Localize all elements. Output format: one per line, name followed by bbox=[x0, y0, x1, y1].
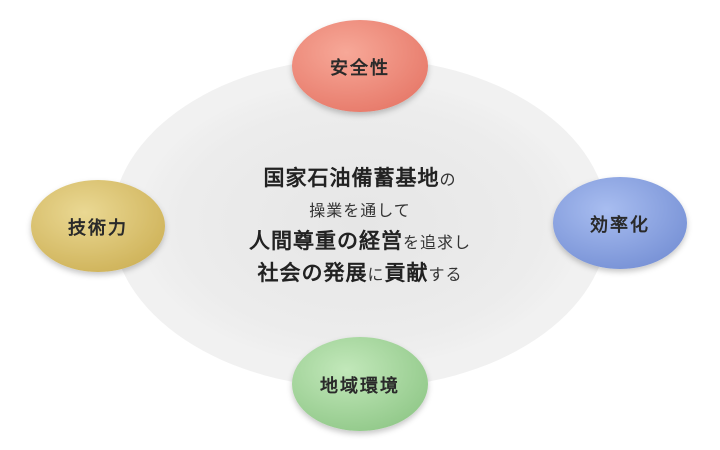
center-line-3: 人間尊重の経営を追求し bbox=[160, 226, 560, 258]
node-technology bbox=[31, 180, 165, 272]
center-message: 国家石油備蓄基地の 操業を通して 人間尊重の経営を追求し 社会の発展に貢献する bbox=[160, 163, 560, 290]
center-line-4-bold-1: 社会の発展 bbox=[257, 261, 368, 285]
center-line-3-tail: を追求し bbox=[402, 233, 471, 252]
center-line-4-tail: する bbox=[428, 265, 463, 284]
node-environment bbox=[292, 337, 428, 431]
center-ellipse bbox=[138, 81, 582, 365]
center-line-1-tail: の bbox=[439, 170, 457, 189]
center-line-1: 国家石油備蓄基地の bbox=[160, 163, 560, 195]
center-line-3-bold: 人間尊重の経営 bbox=[248, 229, 403, 253]
node-efficiency bbox=[553, 177, 687, 269]
center-line-4: 社会の発展に貢献する bbox=[160, 258, 560, 290]
node-label-efficiency: 効率化 bbox=[590, 215, 650, 236]
center-line-4-bold-2: 貢献 bbox=[384, 261, 429, 285]
node-label-safety: 安全性 bbox=[330, 58, 390, 79]
center-line-2: 操業を通して bbox=[309, 201, 411, 220]
node-label-technology: 技術力 bbox=[68, 218, 128, 239]
node-label-environment: 地域環境 bbox=[320, 376, 400, 397]
center-line-4-mid: に bbox=[367, 265, 385, 284]
node-safety bbox=[292, 20, 428, 112]
center-line-1-bold: 国家石油備蓄基地 bbox=[263, 166, 440, 190]
